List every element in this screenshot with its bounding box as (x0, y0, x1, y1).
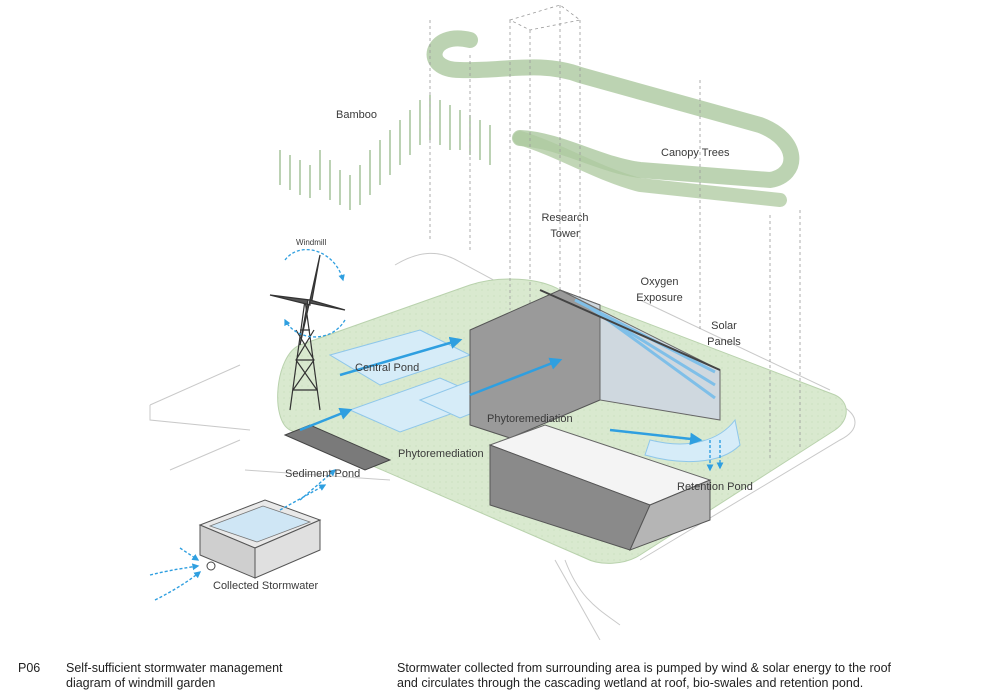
label-oxygen-exposure-line1: Oxygen (640, 276, 679, 288)
windmill-rotation-arrows (284, 249, 346, 338)
storage-building (488, 424, 712, 551)
label-research-tower-line1: Research (541, 212, 589, 224)
stormwater-flow-arrows (149, 440, 724, 601)
water-circulation-arrows (299, 336, 703, 446)
bamboo-grove (279, 95, 491, 210)
windmill-garden-diagram (149, 4, 856, 641)
label-sediment-pond: Sediment Pond (285, 468, 361, 480)
label-central-pond: Central Pond (355, 362, 420, 374)
label-bamboo: Bamboo (336, 109, 377, 121)
figure-description-line1: Stormwater collected from surrounding ar… (397, 661, 891, 675)
figure-title-line2: diagram of windmill garden (66, 676, 216, 690)
label-canopy-trees: Canopy Trees (661, 147, 730, 159)
label-retention-pond: Retention Pond (677, 481, 753, 493)
canopy-trees (426, 30, 800, 207)
figure-code: P06 (18, 661, 41, 675)
figure-description: Stormwater collected from surrounding ar… (397, 661, 997, 691)
label-windmill: Windmill (296, 238, 327, 247)
label-collected-stormwater: Collected Stormwater (213, 580, 319, 592)
label-solar-panels-line1: Solar (711, 320, 737, 332)
research-building (469, 289, 721, 439)
label-phytoremediation-upper: Phytoremediation (487, 413, 573, 425)
label-research-tower-line2: Tower (550, 228, 580, 240)
research-tower-dashed-lines (429, 4, 801, 460)
label-solar-panels-line2: Panels (707, 336, 741, 348)
figure-title: Self-sufficient stormwater management di… (66, 661, 366, 691)
figure-description-line2: and circulates through the cascading wet… (397, 676, 864, 690)
windmill-structure (269, 254, 346, 411)
label-phytoremediation-lower: Phytoremediation (398, 448, 484, 460)
label-oxygen-exposure-line2: Exposure (636, 292, 683, 304)
figure-title-line1: Self-sufficient stormwater management (66, 661, 283, 675)
collected-stormwater-tank (198, 499, 322, 579)
